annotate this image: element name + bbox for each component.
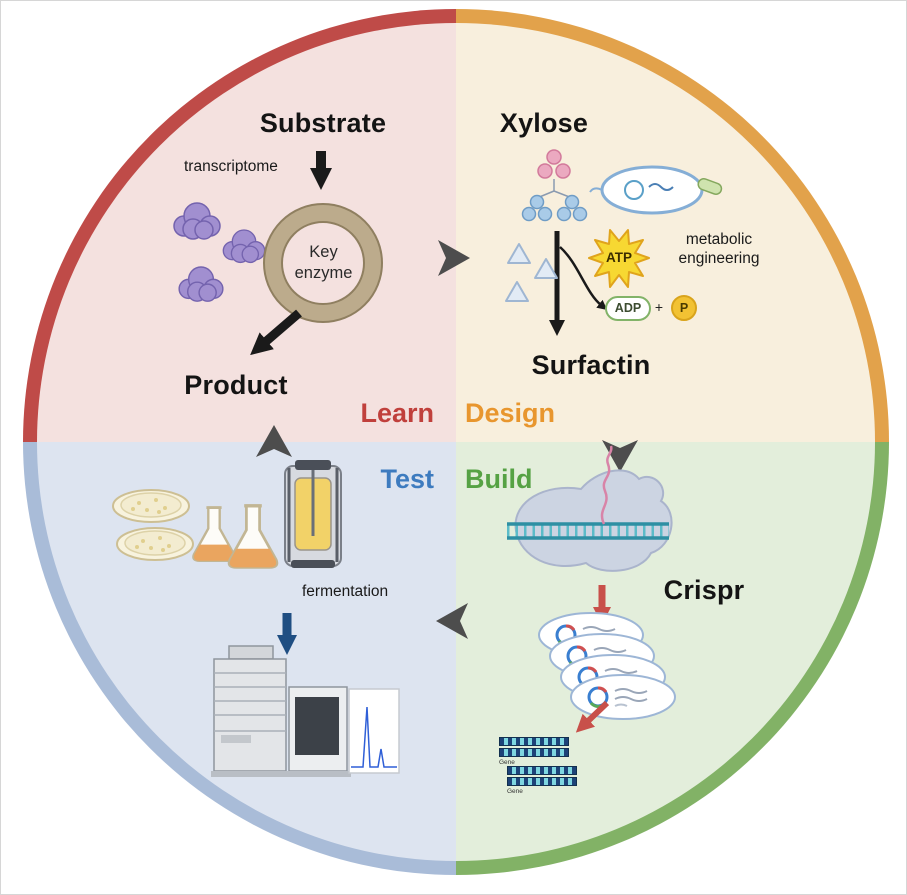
- test-to-learn-arrow-icon: [256, 425, 292, 457]
- atp-label: ATP: [606, 250, 632, 265]
- adp-pill-icon: [605, 296, 651, 321]
- substrate-triangles-icon: [505, 243, 558, 302]
- gene-strand-icon: [499, 748, 569, 757]
- crispr-title: Crispr: [663, 575, 745, 605]
- plasmids-to-genes-arrow: [575, 700, 610, 733]
- key-enzyme-ring-icon: [263, 203, 383, 323]
- gene-strand-icon: [499, 737, 569, 746]
- gene-label: Gene: [499, 759, 515, 766]
- surfactin-title: Surfactin: [531, 350, 651, 380]
- atp-star-icon: [588, 229, 650, 288]
- cycle-outer-ring: [23, 9, 889, 875]
- enzyme-to-product-arrow: [250, 309, 302, 356]
- gene-strand-icon: [507, 777, 577, 786]
- build-to-test-arrow-icon: [436, 603, 468, 639]
- design-quadrant-label: Design: [465, 398, 556, 428]
- petri-dishes-icon: [112, 489, 194, 561]
- product-title: Product: [184, 370, 288, 400]
- fermentation-label: fermentation: [302, 583, 389, 600]
- gene-strand-icon: [507, 766, 577, 775]
- build-quadrant-label: Build: [465, 464, 533, 494]
- bioreactor-icon: [284, 460, 342, 568]
- plus-sign: +: [654, 299, 664, 315]
- protein-clouds-icon: [173, 202, 266, 302]
- atp-to-adp-curved-arrow: [559, 246, 608, 311]
- cas9-protein-icon: [514, 469, 673, 572]
- flasks-icon: [191, 504, 279, 570]
- key-enzyme-label: Key enzyme: [294, 243, 353, 282]
- cycle-quadrants: [37, 23, 875, 861]
- xylose-molecule-icon: [521, 149, 588, 222]
- phosphate-circle-icon: [671, 295, 697, 321]
- substrate-title: Substrate: [259, 108, 387, 138]
- hplc-instrument-icon: [211, 645, 400, 777]
- gene-construct-1: Gene: [499, 737, 569, 766]
- xylose-title: Xylose: [499, 108, 589, 138]
- guide-rna-icon: [600, 445, 613, 525]
- adp-label: ADP: [614, 301, 642, 315]
- dna-strand-icon: [507, 522, 669, 540]
- phosphate-label: P: [679, 301, 689, 315]
- gene-construct-2: Gene: [507, 766, 577, 795]
- metabolic-engineering-label: metabolic engineering: [678, 231, 760, 268]
- gene-label: Gene: [507, 788, 523, 795]
- bacterium-cell-icon: [589, 165, 723, 215]
- test-quadrant-label: Test: [380, 464, 434, 494]
- transcriptome-label: transcriptome: [184, 158, 278, 175]
- learn-to-design-arrow-icon: [438, 240, 470, 276]
- learn-quadrant-label: Learn: [360, 398, 434, 428]
